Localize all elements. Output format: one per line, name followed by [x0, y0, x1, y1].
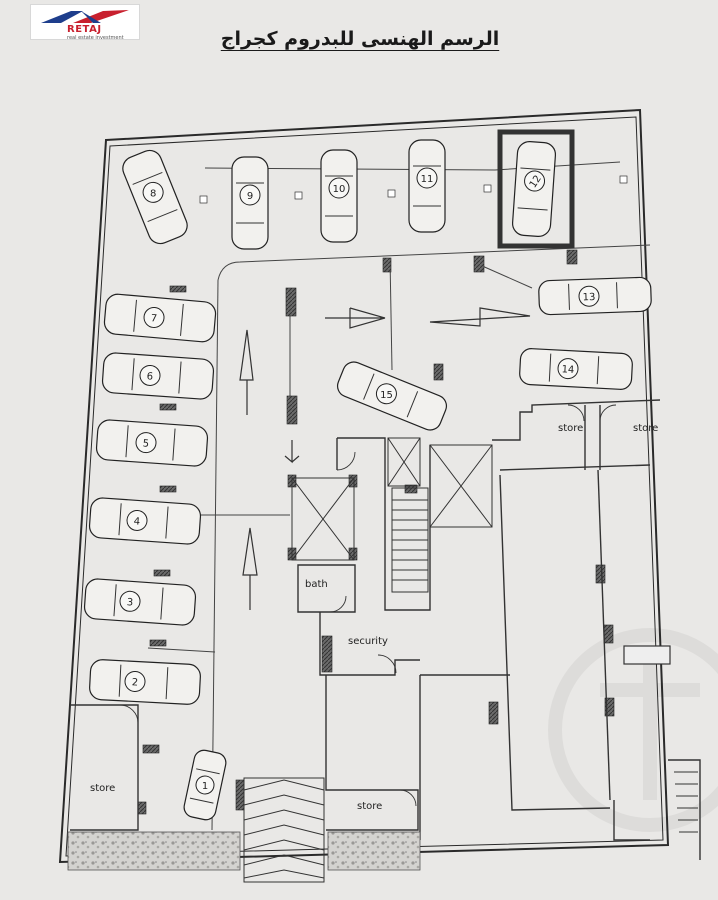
- lane-lines: [147, 161, 651, 831]
- parking-spot-car: 5: [95, 419, 209, 467]
- highlighted-spot-frame: [497, 129, 575, 249]
- elevator-left: [291, 477, 355, 561]
- elevator-right: [429, 444, 493, 528]
- spot-number: 15: [380, 390, 393, 401]
- room-label-store: store: [633, 423, 658, 434]
- spot-number: 4: [133, 516, 140, 527]
- parking-spot-car: 15: [336, 361, 448, 431]
- direction-arrows: [239, 307, 531, 610]
- logo-swoosh-icon: [41, 10, 129, 23]
- spot-number: 5: [142, 438, 149, 449]
- parking-spot-car: 14: [519, 348, 633, 390]
- interior-walls: [70, 399, 701, 860]
- ramp: [243, 777, 325, 883]
- room-labels: store store bath security store store: [90, 423, 658, 812]
- arrow-down-icon: [284, 440, 300, 464]
- room-label-bath: bath: [305, 579, 328, 590]
- doors: [119, 404, 617, 807]
- parking-spot-car: 9: [231, 156, 269, 250]
- parking-spot-car: 8: [122, 149, 188, 245]
- columns: [137, 249, 615, 815]
- spot-number: 10: [333, 184, 346, 195]
- stair-core: [387, 437, 429, 593]
- plan-title: الرسم الهنسى للبدروم كجراج: [220, 28, 500, 50]
- arrow-right-icon: [429, 307, 531, 327]
- spot-number: 11: [421, 174, 434, 185]
- security-window: [623, 645, 671, 665]
- side-stairs: [672, 759, 698, 833]
- outer-walls: [58, 108, 670, 864]
- spot-number: 6: [146, 371, 153, 382]
- room-label-store: store: [90, 783, 115, 794]
- logo-subtitle: real estate investment: [67, 35, 124, 41]
- parking-spot-car: 1: [183, 749, 227, 821]
- parking-spot-car: 6: [101, 352, 215, 400]
- spot-number: 9: [247, 191, 253, 202]
- spot-number: 2: [131, 677, 138, 688]
- parking-spot-car: 11: [408, 139, 446, 233]
- gravel-strips: [67, 831, 421, 871]
- arrow-right-icon: [325, 307, 386, 329]
- parking-spot-car: 7: [103, 293, 217, 343]
- lane-markers: [199, 175, 628, 204]
- parking-spot-car: 3: [83, 578, 197, 626]
- spot-number: 8: [150, 188, 156, 199]
- parking-spot-car: 10: [320, 149, 358, 243]
- spot-number: 14: [561, 364, 574, 376]
- parking-spot-car: 4: [88, 497, 202, 545]
- room-label-store: store: [357, 801, 382, 812]
- parking-spot-car: 2: [89, 659, 201, 705]
- room-label-store: store: [558, 423, 583, 434]
- retaj-logo: RETAJ real estate investment: [30, 4, 140, 41]
- spot-number: 1: [202, 781, 208, 792]
- watermark: [548, 628, 718, 832]
- spot-number: 13: [583, 292, 596, 303]
- parking-spot-car: 12: [511, 140, 557, 238]
- parking-spot-car: 13: [538, 276, 652, 316]
- spot-number: 7: [150, 313, 157, 325]
- arrow-up-icon: [242, 527, 258, 610]
- parking-spots: 1 2 3 4: [83, 139, 652, 821]
- arrow-up-icon: [239, 329, 254, 415]
- logo-text: RETAJ: [67, 24, 102, 35]
- room-label-security: security: [348, 636, 388, 647]
- spot-number: 3: [126, 597, 133, 608]
